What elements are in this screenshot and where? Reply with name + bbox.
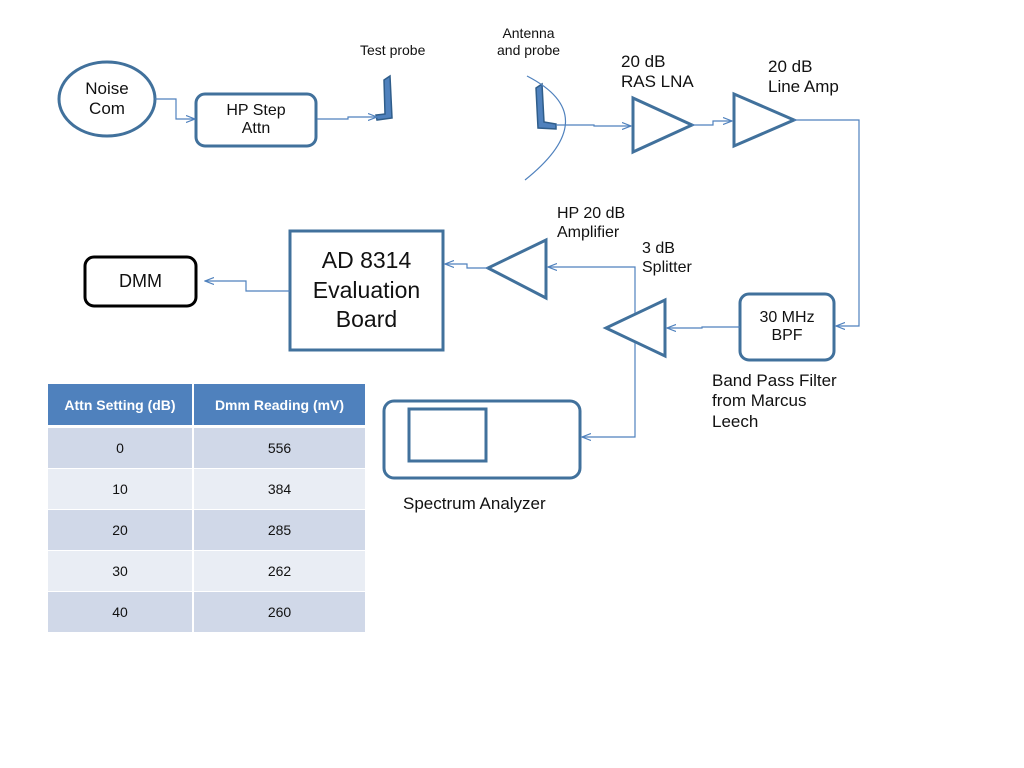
table-row: 30 262 bbox=[48, 550, 365, 592]
antenna-dish-arc bbox=[524, 75, 566, 181]
cell-attn: 20 bbox=[48, 509, 194, 551]
splitter-label: 3 dB Splitter bbox=[642, 240, 692, 277]
splitter-triangle bbox=[602, 297, 667, 359]
wire-ad8314-to-dmm bbox=[205, 281, 290, 292]
table-row: 20 285 bbox=[48, 509, 365, 551]
cell-attn: 30 bbox=[48, 550, 194, 592]
table-row: 0 556 bbox=[48, 426, 365, 469]
dmm-box bbox=[83, 255, 198, 308]
wire-bpf-to-splitter bbox=[667, 327, 740, 328]
bpf-note-label: Band Pass Filter from Marcus Leech bbox=[712, 371, 837, 431]
attn-reading-table: Attn Setting (dB) Dmm Reading (mV) 0 556… bbox=[48, 384, 365, 633]
noise-com-label: Noise Com bbox=[85, 79, 129, 118]
wire-attn-to-probe bbox=[317, 117, 377, 119]
cell-attn: 0 bbox=[48, 426, 194, 469]
cell-attn: 10 bbox=[48, 468, 194, 510]
test-probe-label: Test probe bbox=[360, 42, 426, 58]
wire-hpamp-to-ad8314 bbox=[445, 264, 488, 269]
table-row: 10 384 bbox=[48, 468, 365, 510]
antenna-probe-icon bbox=[535, 82, 557, 130]
cell-reading: 556 bbox=[193, 426, 365, 469]
header-dmm-reading: Dmm Reading (mV) bbox=[193, 384, 365, 428]
wire-noise-to-attn bbox=[155, 98, 195, 119]
line-amp-label: 20 dB Line Amp bbox=[768, 57, 839, 97]
header-attn-setting: Attn Setting (dB) bbox=[48, 384, 194, 428]
hp-amp-label: HP 20 dB Amplifier bbox=[557, 205, 626, 242]
wire-lineamp-to-bpf bbox=[794, 119, 860, 326]
wire-splitter-to-analyzer bbox=[582, 343, 636, 437]
wire-antenna-to-lna bbox=[556, 125, 631, 126]
hp-step-attn-label: HP Step Attn bbox=[226, 102, 286, 137]
wire-splitter-to-hpamp bbox=[548, 267, 636, 313]
table-header-row: Attn Setting (dB) Dmm Reading (mV) bbox=[48, 384, 365, 428]
wire-lna-to-lineamp bbox=[692, 121, 732, 126]
ras-lna-triangle bbox=[631, 95, 696, 155]
spectrum-analyzer-label: Spectrum Analyzer bbox=[403, 494, 546, 513]
hp-step-attn-box bbox=[194, 92, 318, 148]
line-amp-triangle bbox=[732, 91, 798, 149]
dmm-label: DMM bbox=[119, 271, 162, 291]
cell-reading: 384 bbox=[193, 468, 365, 510]
spectrum-analyzer-screen bbox=[407, 407, 488, 463]
cell-attn: 40 bbox=[48, 591, 194, 633]
ras-lna-label: 20 dB RAS LNA bbox=[621, 52, 694, 92]
cell-reading: 285 bbox=[193, 509, 365, 551]
table-row: 40 260 bbox=[48, 591, 365, 633]
hp-amp-triangle bbox=[484, 237, 548, 301]
cell-reading: 262 bbox=[193, 550, 365, 592]
bpf-label: 30 MHz BPF bbox=[759, 309, 815, 344]
test-probe-icon bbox=[375, 74, 393, 121]
ad8314-label: AD 8314 Evaluation Board bbox=[312, 246, 421, 333]
antenna-probe-label: Antenna and probe bbox=[497, 25, 561, 58]
cell-reading: 260 bbox=[193, 591, 365, 633]
